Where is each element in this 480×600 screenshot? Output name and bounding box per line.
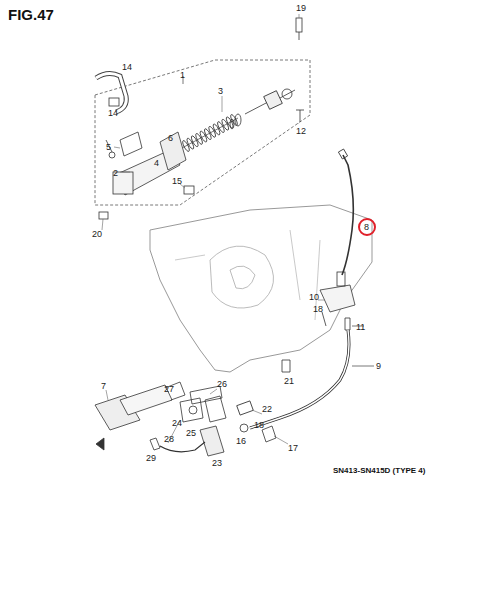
callout-number: 23 xyxy=(212,458,222,468)
callout-number: 22 xyxy=(262,404,272,414)
callout-number: 19 xyxy=(296,3,306,13)
callout-number: 21 xyxy=(284,376,294,386)
callout-number: 3 xyxy=(218,86,223,96)
callout-number: 24 xyxy=(172,418,182,428)
callout-number: 5 xyxy=(106,142,111,152)
callout-number: 9 xyxy=(376,361,381,371)
callout-number: 29 xyxy=(146,453,156,463)
callout-number: 14 xyxy=(122,62,132,72)
callout-number: 14 xyxy=(108,108,118,118)
callout-number: 17 xyxy=(288,443,298,453)
model-caption: SN413-SN415D (TYPE 4) xyxy=(333,466,425,475)
callout-number: 20 xyxy=(92,229,102,239)
callout-number: 10 xyxy=(309,292,319,302)
callout-number: 7 xyxy=(101,381,106,391)
callout-number: 26 xyxy=(217,379,227,389)
callout-number: 1 xyxy=(180,70,185,80)
callout-number: 12 xyxy=(296,126,306,136)
callout-number: 25 xyxy=(186,428,196,438)
callout-number: 4 xyxy=(154,158,159,168)
figure-title: FIG.47 xyxy=(8,6,54,23)
callout-number: 18 xyxy=(254,420,264,430)
callout-number: 15 xyxy=(172,176,182,186)
callout-number: 27 xyxy=(164,384,174,394)
callout-number: 6 xyxy=(168,133,173,143)
callout-number: 2 xyxy=(113,168,118,178)
callout-number: 18 xyxy=(313,304,323,314)
callout-number: 8 xyxy=(364,222,369,232)
callout-number: 16 xyxy=(236,436,246,446)
callout-number: 11 xyxy=(356,322,365,332)
callout-number: 28 xyxy=(164,434,174,444)
